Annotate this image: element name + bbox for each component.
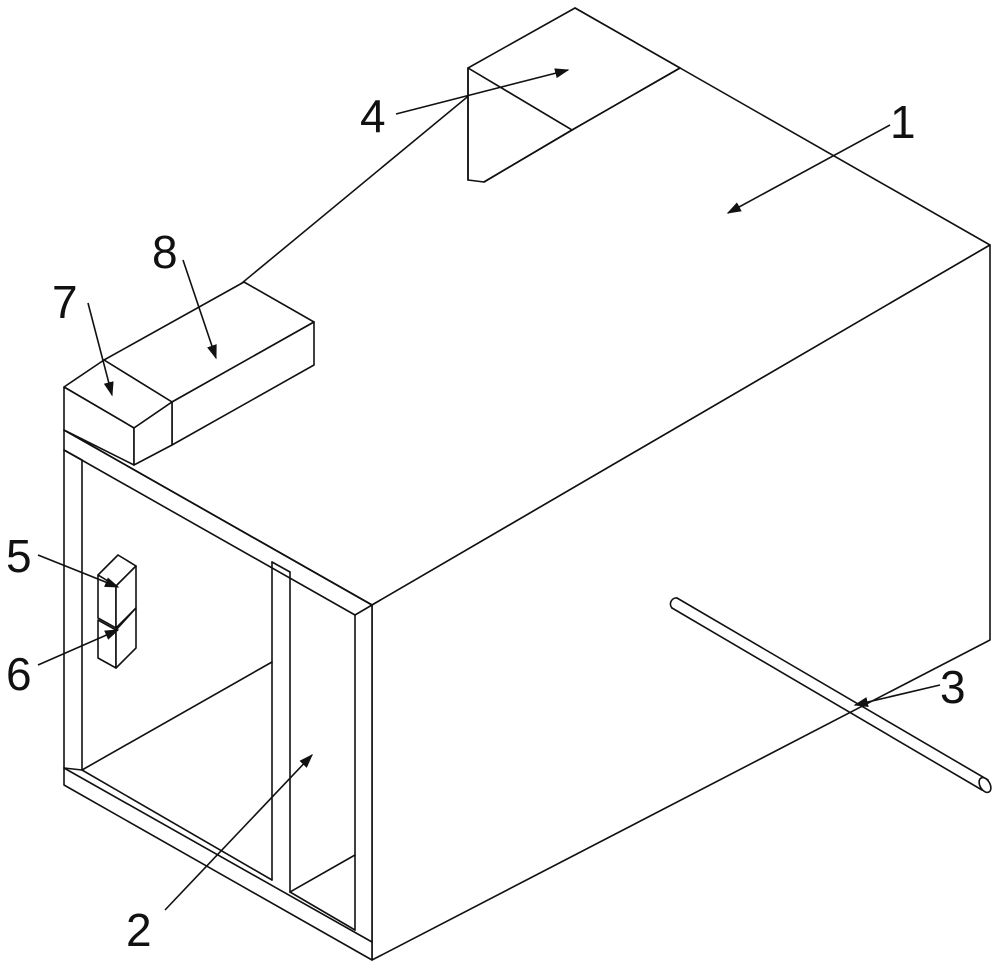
part-labels: 1 2 3 4 5 6 7 8 [6,90,966,956]
rod-3 [669,597,992,794]
block-7-side [133,401,173,466]
label-7: 7 [52,276,78,328]
label-6: 6 [6,648,32,700]
top-block-4 [467,7,681,183]
label-5: 5 [6,530,32,582]
top-blocks-7-8 [63,281,315,466]
label-1: 1 [890,96,916,148]
leader-lines [37,68,941,911]
label-8: 8 [152,226,178,278]
main-housing [63,7,991,961]
label-2: 2 [126,904,152,956]
label-3: 3 [940,661,966,713]
wall-blocks-5-6 [97,554,137,669]
label-4: 4 [360,90,386,142]
